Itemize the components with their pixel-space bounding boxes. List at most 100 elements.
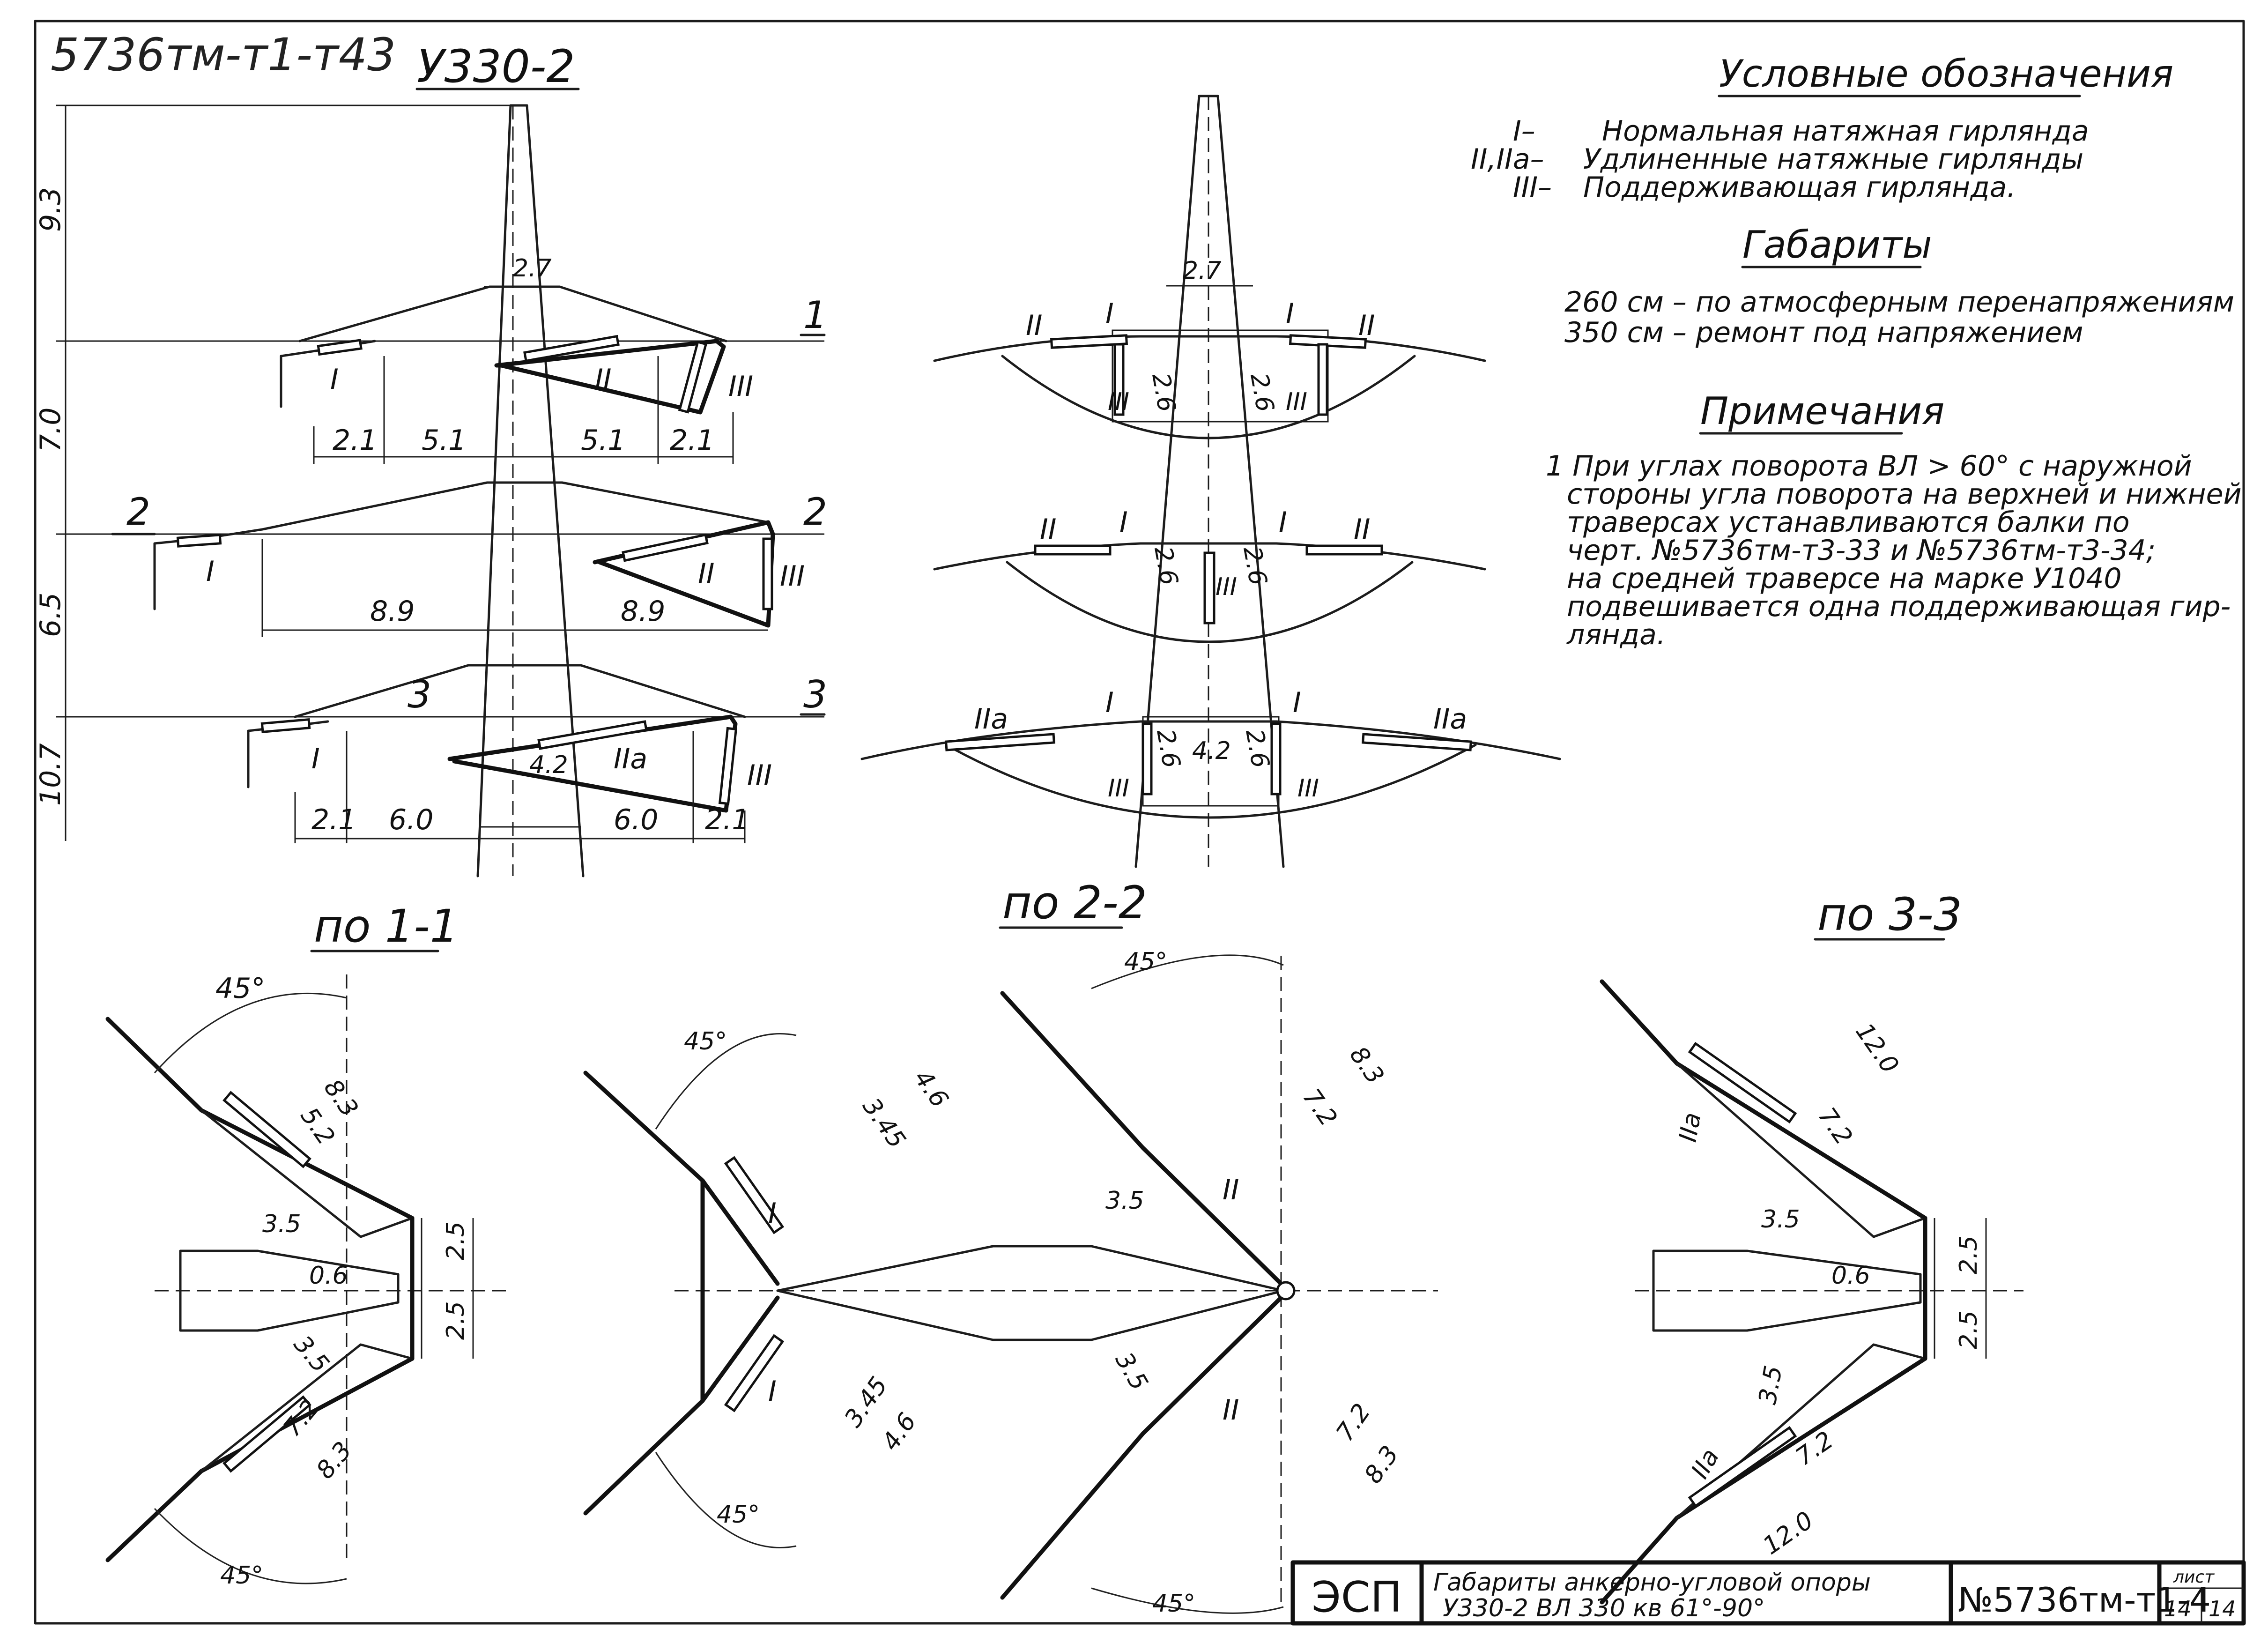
section1-dim-5: 2.5 bbox=[442, 1221, 470, 1260]
level1-dim-l2: 5.1 bbox=[422, 424, 466, 457]
legend-sym-1: I– bbox=[1513, 115, 1535, 148]
level2-left-sym: I bbox=[206, 555, 215, 588]
section2-angle-left-top: 45° bbox=[684, 1027, 727, 1056]
legend-text-2: Удлиненные натяжные гирлянды bbox=[1583, 143, 2083, 176]
side-l2-gap-r: 2.6 bbox=[1238, 544, 1272, 587]
side-l1-gap-l: 2.6 bbox=[1146, 371, 1180, 414]
section3-dim-1: 12.0 bbox=[1850, 1018, 1904, 1078]
section2-dim-5: 8.3 bbox=[1344, 1041, 1389, 1089]
traverse-2 bbox=[261, 481, 770, 531]
tower-top-width: 2.7 bbox=[513, 254, 552, 283]
level1-support-sym: III bbox=[728, 370, 753, 403]
stamp-title-1: Габариты анкерно-угловой опоры bbox=[1433, 1569, 1871, 1597]
level2-support-sym: III bbox=[780, 560, 805, 593]
section2-tower bbox=[776, 1245, 1285, 1341]
notes-line-4: черт. №5736тм-т3-33 и №5736тм-т3-34; bbox=[1567, 534, 2156, 567]
level2-dim-l: 8.9 bbox=[370, 595, 415, 628]
section2-dim-8: 3.5 bbox=[1110, 1348, 1153, 1396]
section2-sym-1: I bbox=[768, 1197, 777, 1230]
level1-dim-r1: 5.1 bbox=[581, 424, 625, 457]
height-dim-2: 7.0 bbox=[34, 408, 67, 452]
side-l2-gap-l: 2.6 bbox=[1149, 544, 1183, 587]
notes-line-1: 1 При углах поворота ВЛ > 60° с наружной bbox=[1546, 450, 2192, 483]
section1-dim-9: 8.3 bbox=[311, 1436, 357, 1484]
section3-dim-5: 2.5 bbox=[1955, 1235, 1983, 1274]
sheet-frame bbox=[34, 20, 2245, 1625]
stamp-sheet-label: лист bbox=[2173, 1568, 2215, 1587]
stamp-org: ЭСП bbox=[1312, 1573, 1402, 1622]
level3-dim-l1: 2.1 bbox=[311, 803, 356, 836]
traverse-3 bbox=[294, 664, 746, 718]
section2-angle-right-top: 45° bbox=[1124, 948, 1167, 976]
level1-dim-r2: 2.1 bbox=[670, 424, 714, 457]
side-view: 2.7 II I I II 2.6 2.6 III III II I I II … bbox=[860, 95, 1561, 868]
side-l1-support-r: III bbox=[1286, 388, 1307, 416]
level3-inner-dim: 4.2 bbox=[529, 751, 568, 779]
section1-dim-6: 2.5 bbox=[442, 1301, 470, 1340]
section2-dim-1: 4.6 bbox=[908, 1065, 954, 1113]
section2-right-upper-arm bbox=[1000, 991, 1286, 1288]
section1-title: по 1-1 bbox=[314, 900, 459, 952]
side-l2-support: III bbox=[1216, 573, 1237, 601]
section2-dim-4: 4.6 bbox=[876, 1408, 922, 1456]
side-l3-support-r: III bbox=[1297, 774, 1319, 803]
level3-support-sym: III bbox=[747, 759, 772, 792]
side-l2-inner-l: I bbox=[1119, 506, 1128, 539]
legend-heading: Условные обозначения bbox=[1719, 52, 2173, 96]
side-l3-gap-r: 2.6 bbox=[1240, 727, 1274, 770]
section3-dim-9: 12.0 bbox=[1758, 1506, 1818, 1561]
side-l3-support-l: III bbox=[1108, 774, 1129, 803]
section2-sym-2: I bbox=[768, 1375, 777, 1408]
section3-dim-8: 7.2 bbox=[1791, 1426, 1838, 1472]
main-title: У330-2 bbox=[417, 40, 575, 93]
stamp-sheet: 14 bbox=[2164, 1596, 2192, 1621]
stamp-sheets: 14 bbox=[2209, 1596, 2236, 1621]
side-l3-gap-l: 2.6 bbox=[1151, 727, 1185, 770]
section2-dim-3: 3.45 bbox=[839, 1372, 893, 1432]
level1-dim-l1: 2.1 bbox=[333, 424, 377, 457]
side-l2-outer-r: II bbox=[1354, 513, 1370, 546]
stamp-title-2: У330-2 ВЛ 330 кв 61°-90° bbox=[1443, 1594, 1765, 1622]
gabarity-item-1: 260 см – по атмосферным перенапряжениям bbox=[1564, 286, 2234, 319]
height-dim-3: 6.5 bbox=[34, 593, 67, 637]
section1-angle-top: 45° bbox=[215, 972, 265, 1005]
notes-heading: Примечания bbox=[1700, 389, 1944, 433]
section3-dim-2: 7.2 bbox=[1812, 1102, 1858, 1150]
side-l1-inner-l: I bbox=[1105, 297, 1114, 330]
level3-left-sym: I bbox=[311, 743, 320, 775]
level1-right-loop bbox=[494, 339, 726, 415]
level2-right-loop bbox=[593, 520, 775, 628]
side-l1-outer-r: II bbox=[1358, 309, 1375, 342]
level2-num-left: 2 bbox=[126, 490, 150, 534]
side-l2-outer-l: II bbox=[1040, 513, 1056, 546]
level2-dim-r: 8.9 bbox=[621, 595, 665, 628]
section2-angle-right-bottom: 45° bbox=[1152, 1590, 1195, 1618]
side-l1-gap-r: 2.6 bbox=[1245, 371, 1279, 414]
section3-sym-1: IIа bbox=[1674, 1110, 1707, 1144]
section2-dim-2: 3.45 bbox=[857, 1093, 911, 1153]
section-3-3: по 3-3 IIа IIа 12.0 7.2 3.5 0.6 2.5 2.5 … bbox=[1600, 888, 2023, 1605]
section2-right-lower-arm bbox=[1000, 1293, 1286, 1600]
tower-shaft bbox=[476, 104, 585, 877]
section2-angle-left-bottom: 45° bbox=[717, 1501, 760, 1529]
side-l3-mid: 4.2 bbox=[1192, 737, 1231, 765]
legend-text-3: Поддерживающая гирлянда. bbox=[1583, 171, 2016, 204]
side-level2-wire bbox=[933, 542, 1486, 571]
level3-dim-l2: 6.0 bbox=[389, 803, 433, 836]
section2-left-lower-arm bbox=[583, 1295, 780, 1516]
level3-num-left: 3 bbox=[408, 673, 431, 716]
section2-dim-10: 8.3 bbox=[1359, 1441, 1404, 1488]
level2-num-right: 2 bbox=[803, 490, 827, 534]
side-l3-outer-r: IIа bbox=[1433, 703, 1467, 736]
section3-title: по 3-3 bbox=[1817, 888, 1962, 941]
stamp-number: №5736тм-т1-4 bbox=[1958, 1580, 2211, 1620]
level1-right-sym: II bbox=[595, 363, 611, 396]
level1-left-sym: I bbox=[330, 363, 339, 396]
section1-angle-bottom: 45° bbox=[220, 1561, 263, 1590]
stamp-frame bbox=[1290, 1560, 2246, 1626]
section1-dim-8: 7.2 bbox=[278, 1394, 325, 1442]
side-l3-outer-l: IIа bbox=[974, 703, 1008, 736]
legend-sym-3: III– bbox=[1513, 171, 1552, 204]
level2-right-sym: II bbox=[698, 558, 714, 590]
